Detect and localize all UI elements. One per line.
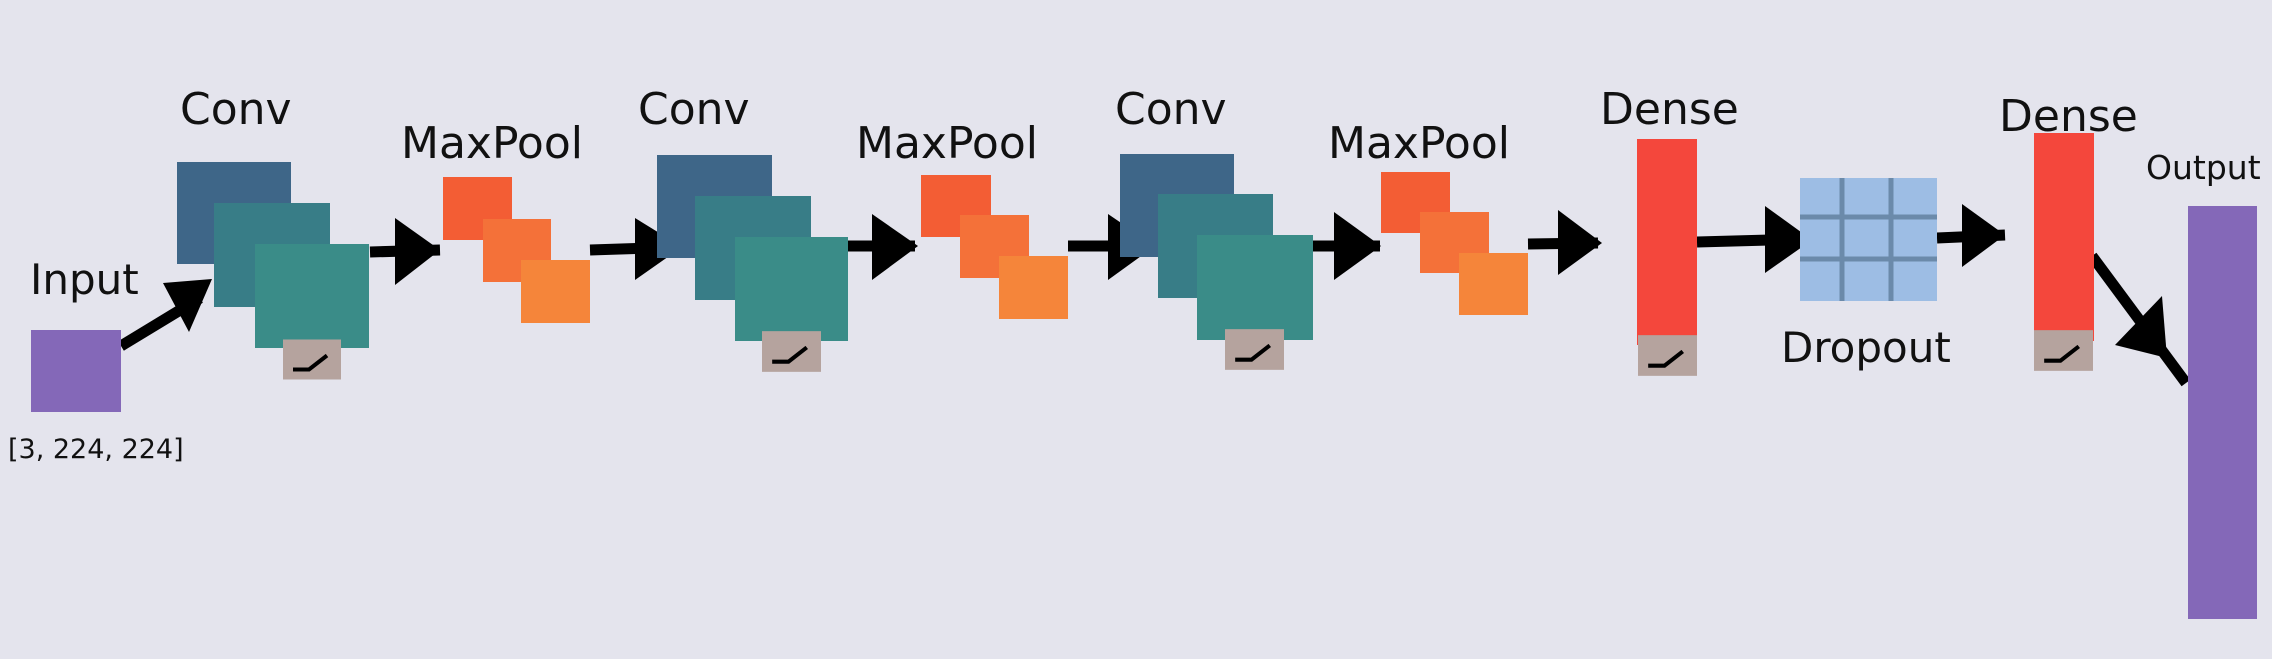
relu-icon bbox=[1225, 329, 1284, 370]
input-shape: [3, 224, 224] bbox=[8, 434, 184, 465]
conv-layer-3: Conv bbox=[1115, 84, 1313, 370]
conv-label-2: Conv bbox=[638, 84, 750, 135]
arrowhead-dense2 bbox=[1962, 204, 2005, 267]
conv-layer-2: Conv bbox=[638, 84, 848, 372]
arrowhead-pool2 bbox=[872, 214, 918, 280]
arrowheads bbox=[163, 204, 2167, 358]
dropout-grid bbox=[1800, 178, 1937, 301]
pool-map-3c bbox=[1459, 253, 1528, 315]
input-node: Input [3, 224, 224] bbox=[8, 255, 184, 465]
arrowhead-input bbox=[163, 279, 212, 332]
maxpool-layer-1: MaxPool bbox=[401, 118, 590, 323]
output-block bbox=[2188, 206, 2257, 619]
arrowhead-output bbox=[2115, 296, 2167, 358]
connector-dense1-dropout bbox=[1696, 234, 1771, 248]
maxpool-label-2: MaxPool bbox=[856, 118, 1038, 169]
arrowhead-pool1 bbox=[395, 218, 440, 285]
dropout-block bbox=[1800, 178, 1937, 301]
maxpool-label-3: MaxPool bbox=[1328, 118, 1510, 169]
pool-map-2c bbox=[999, 256, 1068, 319]
arrowhead-dropout bbox=[1765, 206, 1812, 273]
dense-layer-2: Dense bbox=[1999, 91, 2138, 371]
dense-block-2 bbox=[2034, 133, 2094, 341]
dense-label-1: Dense bbox=[1600, 84, 1739, 135]
maxpool-layer-3: MaxPool bbox=[1328, 118, 1528, 315]
output-node: Output bbox=[2146, 148, 2261, 619]
maxpool-layer-2: MaxPool bbox=[856, 118, 1068, 319]
arrowhead-pool3 bbox=[1334, 212, 1381, 280]
conv-label-1: Conv bbox=[180, 84, 292, 135]
output-label: Output bbox=[2146, 148, 2261, 187]
pool-map-1c bbox=[521, 260, 590, 323]
dropout-layer: Dropout bbox=[1781, 178, 1951, 372]
relu-icon bbox=[762, 331, 821, 372]
dense-layer-1: Dense bbox=[1600, 84, 1739, 376]
relu-icon bbox=[283, 340, 341, 380]
conv-map-1c bbox=[255, 244, 369, 348]
conv-label-3: Conv bbox=[1115, 84, 1227, 135]
maxpool-label-1: MaxPool bbox=[401, 118, 583, 169]
conv-map-2c bbox=[735, 237, 848, 341]
relu-icon bbox=[2034, 330, 2093, 371]
conv-layer-1: Conv bbox=[177, 84, 369, 380]
input-label: Input bbox=[30, 255, 139, 304]
dropout-label: Dropout bbox=[1781, 323, 1951, 372]
connector-dense2-output bbox=[2087, 252, 2191, 387]
arrowhead-dense1 bbox=[1558, 210, 1602, 275]
conv-map-3c bbox=[1197, 235, 1313, 340]
relu-icon bbox=[1638, 335, 1697, 376]
dense-block-1 bbox=[1637, 139, 1697, 345]
input-block bbox=[31, 330, 121, 412]
